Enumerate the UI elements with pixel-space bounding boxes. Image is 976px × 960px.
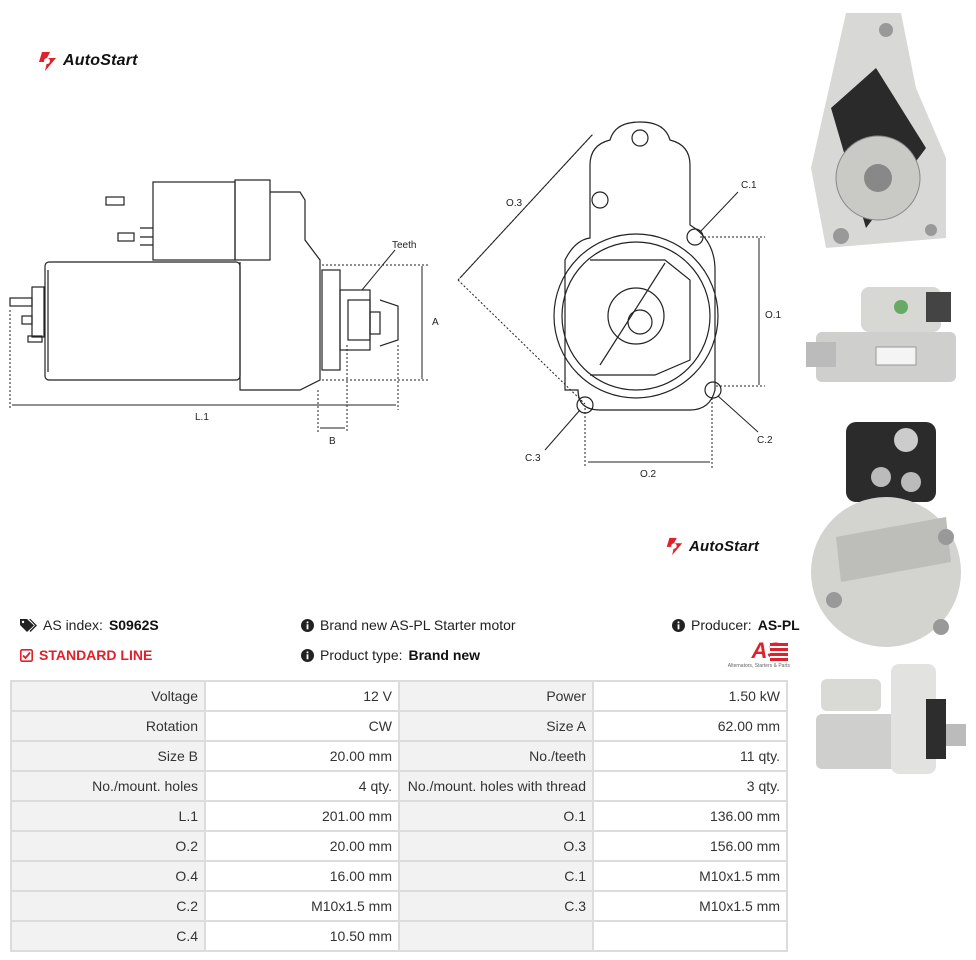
check-square-icon: [20, 648, 33, 662]
label-c1: C.1: [741, 180, 757, 191]
aspl-logo: AS Alternators, Starters & Parts: [716, 638, 790, 672]
spec-value: 1.50 kW: [594, 682, 786, 710]
label-l1: L.1: [195, 412, 209, 423]
label-o1: O.1: [765, 310, 782, 321]
product-photo-front: [806, 8, 966, 258]
spec-label: Rotation: [12, 712, 204, 740]
spec-value: 10.50 mm: [206, 922, 398, 950]
spec-value: M10x1.5 mm: [594, 862, 786, 890]
label-a: A: [432, 317, 439, 328]
product-type-label: Product type:: [320, 647, 403, 663]
spec-label: O.3: [400, 832, 592, 860]
brand-name: AutoStart: [63, 52, 138, 69]
info-circle-icon: [301, 648, 314, 662]
spec-value: 16.00 mm: [206, 862, 398, 890]
spec-value: 4 qty.: [206, 772, 398, 800]
spec-label: No./mount. holes with thread: [400, 772, 592, 800]
producer-label: Producer:: [691, 617, 752, 633]
info-circle-icon: [672, 618, 685, 632]
spec-label: O.1: [400, 802, 592, 830]
spec-label: Power: [400, 682, 592, 710]
aspl-tagline: Alternators, Starters & Parts: [727, 663, 790, 669]
spec-label: [400, 922, 592, 950]
spec-value: M10x1.5 mm: [206, 892, 398, 920]
spec-value: 20.00 mm: [206, 832, 398, 860]
spec-value: 156.00 mm: [594, 832, 786, 860]
product-photo-rear: [806, 412, 966, 647]
description-text: Brand new AS-PL Starter motor: [320, 617, 516, 633]
label-teeth: Teeth: [392, 240, 416, 251]
standard-line-text: STANDARD LINE: [39, 647, 153, 663]
spec-value: 11 qty.: [594, 742, 786, 770]
spec-value: 201.00 mm: [206, 802, 398, 830]
label-b: B: [329, 436, 336, 447]
producer-value: AS-PL: [757, 617, 800, 633]
spec-value: CW: [206, 712, 398, 740]
spec-label: O.4: [12, 862, 204, 890]
product-photo-side: [806, 262, 966, 402]
brand-logo-bottom: AutoStart: [664, 536, 759, 556]
spec-label: No./mount. holes: [12, 772, 204, 800]
producer: Producer: AS-PL: [672, 617, 800, 633]
label-o2: O.2: [640, 469, 657, 480]
spec-value: 136.00 mm: [594, 802, 786, 830]
spec-label: O.2: [12, 832, 204, 860]
brand-logo-icon: [39, 52, 56, 71]
spec-label: Size B: [12, 742, 204, 770]
product-description: Brand new AS-PL Starter motor: [301, 617, 516, 633]
spec-value: 3 qty.: [594, 772, 786, 800]
spec-label: C.2: [12, 892, 204, 920]
spec-value: [594, 922, 786, 950]
spec-label: No./teeth: [400, 742, 592, 770]
product-type: Product type: Brand new: [301, 647, 480, 663]
product-type-value: Brand new: [408, 647, 481, 663]
spec-label: Size A: [400, 712, 592, 740]
brand-logo-top: AutoStart: [36, 50, 138, 72]
spec-label: C.1: [400, 862, 592, 890]
aspl-logo-stripes: [770, 643, 788, 661]
technical-drawing: Teeth A L.1 B O.3 C.1 O.1 C.2 C.3 O.2: [9, 121, 782, 480]
spec-value: M10x1.5 mm: [594, 892, 786, 920]
label-c2: C.2: [757, 435, 773, 446]
spec-value: 20.00 mm: [206, 742, 398, 770]
spec-label: Voltage: [12, 682, 204, 710]
tags-icon: [20, 618, 37, 632]
spec-label: C.3: [400, 892, 592, 920]
label-c3: C.3: [525, 453, 541, 464]
brand-logo-icon: [666, 537, 683, 556]
spec-label: L.1: [12, 802, 204, 830]
standard-line: STANDARD LINE: [20, 647, 152, 663]
product-photo-top: [806, 654, 966, 789]
as-index: AS index: S0962S: [20, 617, 159, 633]
as-index-value: S0962S: [108, 617, 159, 633]
label-o3: O.3: [506, 198, 523, 209]
spec-label: C.4: [12, 922, 204, 950]
brand-name: AutoStart: [689, 537, 760, 555]
info-circle-icon: [301, 618, 314, 632]
spec-value: 12 V: [206, 682, 398, 710]
spec-value: 62.00 mm: [594, 712, 786, 740]
as-index-label: AS index:: [43, 617, 103, 633]
